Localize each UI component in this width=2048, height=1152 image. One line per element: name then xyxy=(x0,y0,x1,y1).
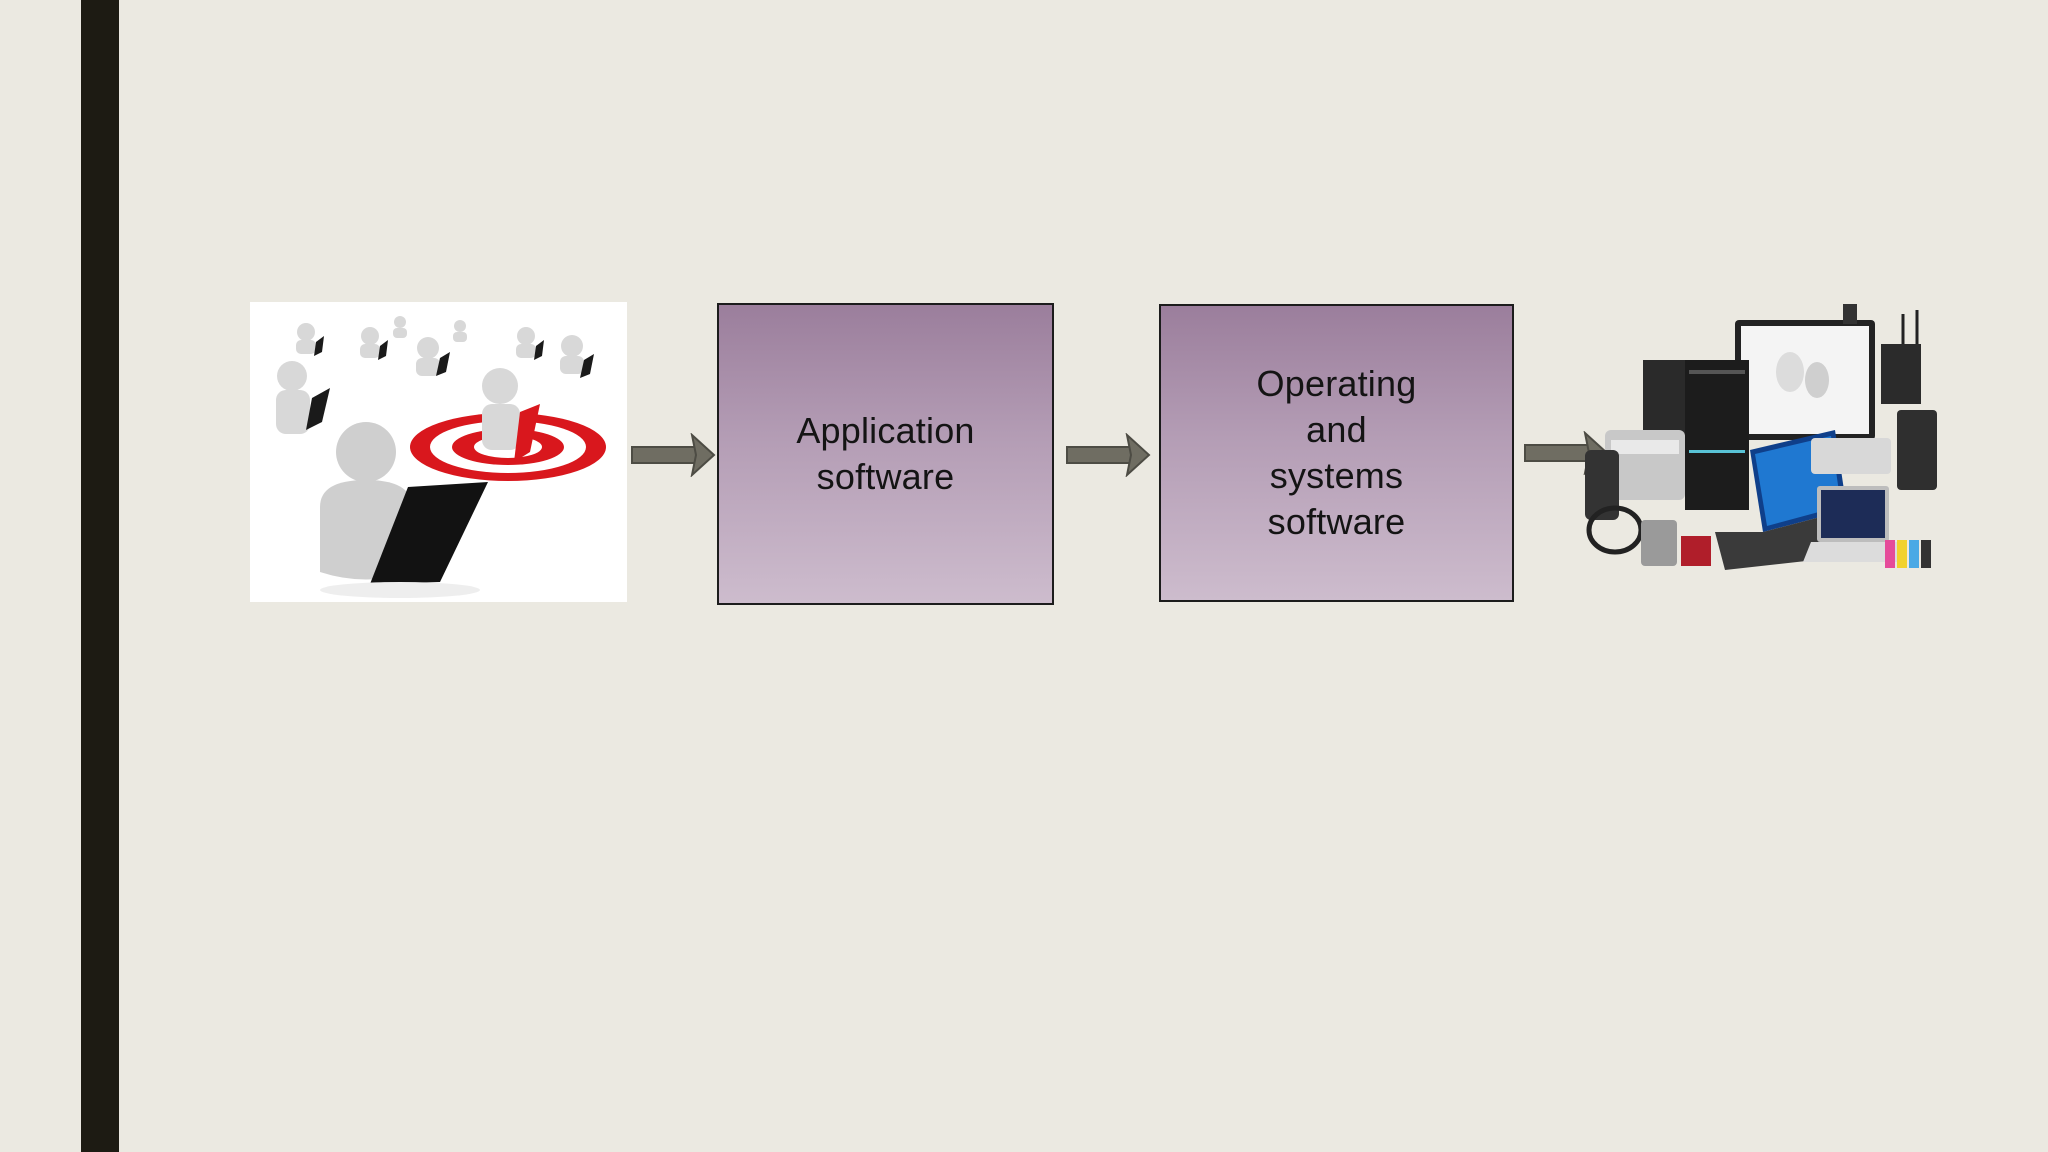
box-label-line: systems xyxy=(1269,455,1404,496)
operating-systems-software-box: Operating and systems software xyxy=(1159,304,1514,602)
box-label-line: software xyxy=(816,456,955,497)
box-label-line: software xyxy=(1267,501,1406,542)
right-arrow-icon xyxy=(1065,433,1151,477)
right-arrow-icon xyxy=(630,433,716,477)
accent-sidebar-bar xyxy=(81,0,119,1152)
application-software-box: Application software xyxy=(717,303,1054,605)
box-label-line: and xyxy=(1306,409,1367,450)
box-label-line: Operating xyxy=(1256,363,1417,404)
box-label-line: Application xyxy=(796,410,975,451)
computer-hardware-image xyxy=(1585,300,1975,600)
operating-systems-software-label: Operating and systems software xyxy=(1257,361,1417,545)
users-with-laptops-image xyxy=(250,302,627,602)
application-software-label: Application software xyxy=(796,408,974,500)
